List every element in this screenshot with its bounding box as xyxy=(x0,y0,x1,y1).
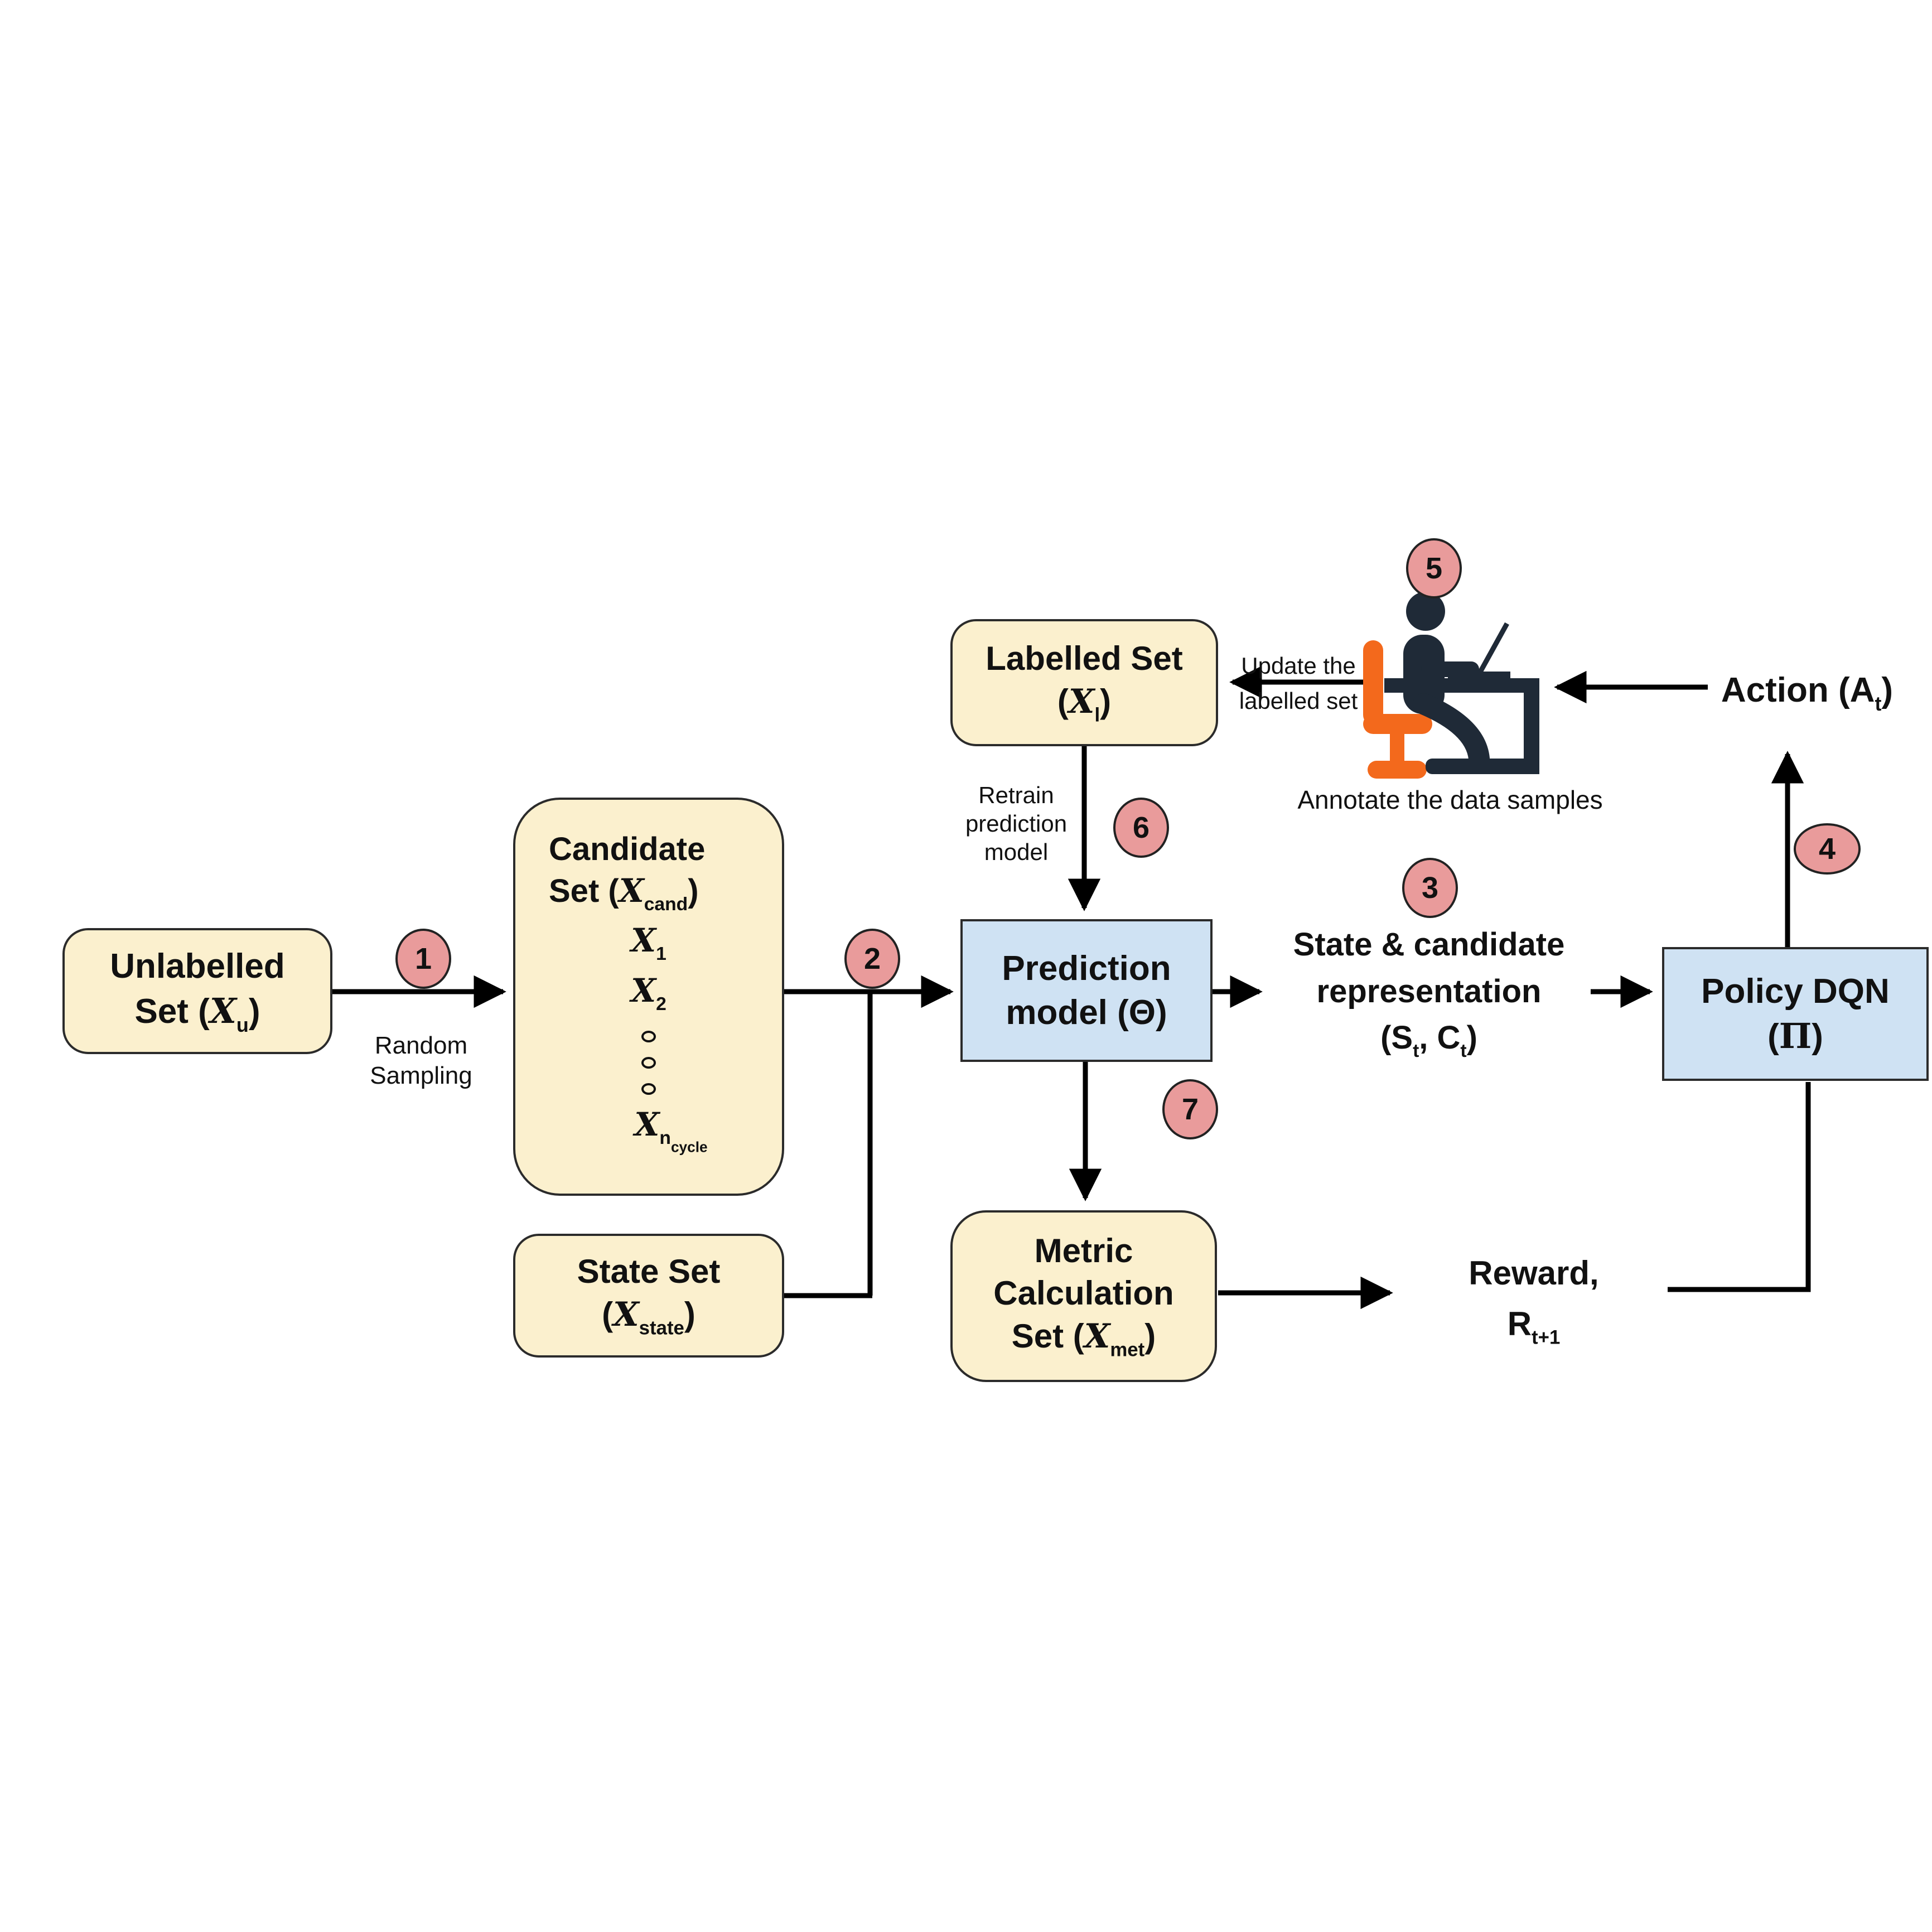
script-x-symbol: X xyxy=(1084,1317,1110,1356)
step-badge-7: 7 xyxy=(1162,1079,1218,1139)
policy-line1: Policy DQN xyxy=(1701,972,1890,1011)
label-random-sampling: Random Sampling xyxy=(370,1032,472,1089)
candidate-item-n: Xncycle xyxy=(634,1105,708,1156)
connectors xyxy=(332,665,1811,1310)
state-line2: (Xstate) xyxy=(602,1295,695,1339)
label-update-labelled-set: Update the labelled set xyxy=(1239,653,1358,714)
prediction-line2: model (Θ) xyxy=(1006,993,1167,1032)
step-badge-2: 2 xyxy=(844,929,900,989)
state-line1: State Set xyxy=(577,1253,721,1290)
metric-line2: Calculation xyxy=(993,1274,1174,1312)
unlabelled-line1: Unlabelled xyxy=(110,947,285,986)
laptop-base xyxy=(1448,672,1510,679)
pi-symbol: Π xyxy=(1779,1015,1812,1056)
step-badge-4: 4 xyxy=(1794,823,1861,875)
step-badge-5: 5 xyxy=(1406,538,1462,598)
vertical-dots-icon xyxy=(641,1030,656,1095)
node-state-set: State Set (Xstate) xyxy=(513,1234,784,1358)
person-at-desk-icon xyxy=(1363,592,1539,779)
script-x-symbol: X xyxy=(619,872,644,910)
chair-back xyxy=(1363,640,1383,725)
script-x-symbol: X xyxy=(209,990,236,1031)
person-leg xyxy=(1413,693,1490,769)
chair-column xyxy=(1390,730,1404,766)
candidate-title: Candidate Set (Xcand) xyxy=(549,831,706,915)
candidate-item-2: X2 xyxy=(631,971,666,1015)
label-state-candidate-representation: State & candidate representation (St, Ct… xyxy=(1271,921,1587,1065)
step-badge-1: 1 xyxy=(395,929,451,989)
node-candidate-set: Candidate Set (Xcand) X1 X2 Xncycle xyxy=(513,798,784,1196)
label-annotate-data-samples: Annotate the data samples xyxy=(1297,785,1603,814)
policy-line2: (Π) xyxy=(1767,1015,1823,1056)
chair-seat xyxy=(1363,714,1432,734)
script-x-symbol: X xyxy=(1068,682,1095,721)
laptop-screen xyxy=(1476,622,1509,678)
labelled-line1: Labelled Set xyxy=(986,640,1183,677)
desk-foot xyxy=(1426,759,1539,774)
prediction-line1: Prediction xyxy=(1002,949,1171,988)
label-retrain-prediction-model: Retrain prediction model xyxy=(965,782,1068,866)
labelled-line2: (Xl) xyxy=(1057,682,1112,726)
label-st-ct: (St, Ct) xyxy=(1380,1020,1477,1062)
person-head xyxy=(1406,592,1445,631)
candidate-item-1: X1 xyxy=(631,921,666,965)
label-action: Action (At) xyxy=(1721,671,1894,716)
chair-base xyxy=(1368,761,1427,779)
node-policy-dqn: Policy DQN (Π) xyxy=(1662,947,1929,1081)
line-reward-to-policy xyxy=(1668,1082,1811,1292)
metric-line3: Set (Xmet) xyxy=(1011,1317,1156,1361)
desk-top xyxy=(1384,678,1539,693)
script-x-symbol: X xyxy=(613,1295,639,1334)
step-badge-6: 6 xyxy=(1113,798,1169,858)
unlabelled-line2: Set (Xu) xyxy=(134,990,260,1036)
node-unlabelled-set: Unlabelled Set (Xu) xyxy=(62,928,332,1054)
node-prediction-model: Prediction model (Θ) xyxy=(960,919,1213,1062)
metric-line1: Metric xyxy=(1034,1231,1133,1269)
label-reward-rt1: Rt+1 xyxy=(1507,1305,1561,1349)
node-metric-calculation-set: Metric Calculation Set (Xmet) xyxy=(950,1210,1217,1382)
label-reward: Reward, Rt+1 xyxy=(1428,1254,1640,1349)
step-badge-3: 3 xyxy=(1402,858,1458,918)
node-labelled-set: Labelled Set (Xl) xyxy=(950,619,1218,746)
desk-leg xyxy=(1524,678,1539,774)
